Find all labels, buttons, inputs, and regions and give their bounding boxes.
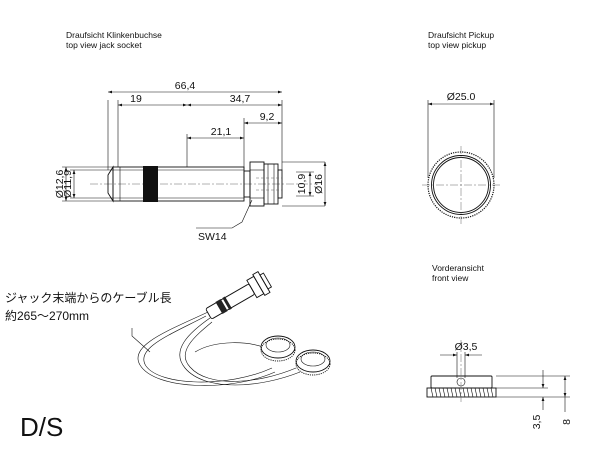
jack-dark-ring [143,166,158,202]
cable-note-line2: 約265～270mm [5,308,89,323]
label-nut-width: 9,2 [260,111,275,123]
front-caption-de: Vorderansicht [432,263,485,273]
model-label: D/S [20,412,63,442]
jack-caption-en: top view jack socket [66,40,142,50]
pickup-knurled-base [426,387,497,398]
wrench-size-leader [196,199,253,229]
label-outer-dia: Ø12,6 [54,170,66,199]
label-wrench-size: SW14 [198,231,227,243]
pickup-front-view: Ø3,5 3,5 8 [426,340,573,430]
front-caption: Vorderansicht front view [432,263,485,283]
label-thread-height: 10,9 [296,174,308,195]
cable-note-leader [131,328,151,353]
illustration-jack [205,270,273,319]
label-base-height: 3,5 [531,415,543,430]
label-right-section: 34,7 [230,93,251,105]
product-illustration [131,270,331,386]
pickup-top-view: Ø25.0 [422,91,500,224]
label-hole-diameter: Ø3,5 [455,341,478,353]
jack-caption-de: Draufsicht Klinkenbuchse [66,30,162,40]
jack-rear-thread [277,169,283,199]
jack-caption: Draufsicht Klinkenbuchse top view jack s… [66,30,162,50]
pickup-outer-edge [431,155,491,215]
pickup-caption-en: top view pickup [428,40,486,50]
cable-note-line1: ジャック末端からのケーブル長 [5,290,172,305]
cable-loop-b [179,317,301,386]
cable-loop-a [137,311,276,386]
label-left-section: 19 [130,93,142,105]
pickup-caption-de: Draufsicht Pickup [428,30,494,40]
front-caption-en: front view [432,273,469,283]
jack-extension-lines [62,100,325,207]
label-total-height: 8 [561,419,573,425]
label-mid-section: 21,1 [211,126,232,138]
cable-length-note: ジャック末端からのケーブル長 約265～270mm [5,290,172,323]
label-nut-dia: Ø16 [313,174,325,194]
label-overall-length: 66,4 [175,80,196,92]
pickup-caption: Draufsicht Pickup top view pickup [428,30,494,50]
jack-dimension-lines [64,90,327,229]
label-pickup-diameter: Ø25.0 [447,91,476,103]
label-inner-dia: Ø11,9 [62,170,74,198]
jack-dimension-labels: 66,4 19 34,7 21,1 9,2 Ø12,6 Ø11,9 10,9 Ø… [54,80,325,243]
illustration-pickup-2 [295,349,331,376]
illustration-pickup-1 [260,335,296,362]
jack-socket-body [90,161,318,207]
